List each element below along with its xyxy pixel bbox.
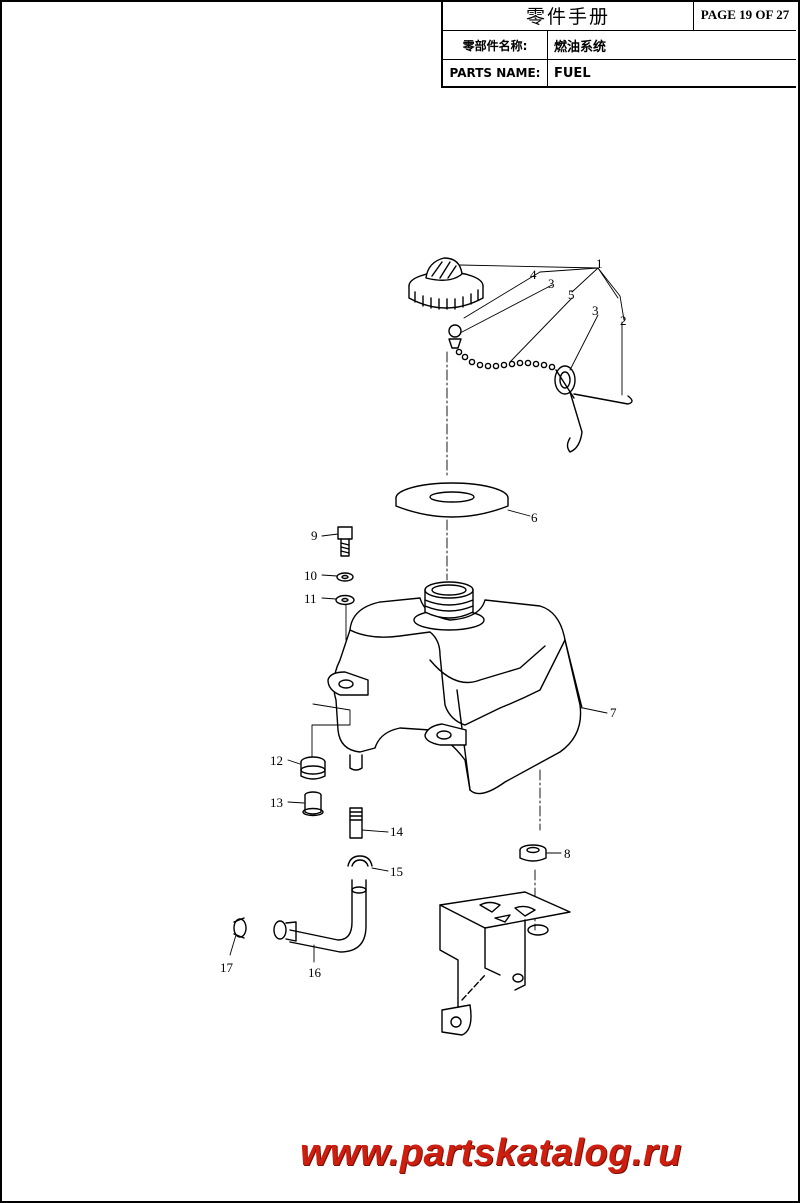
callout-5: 5 (568, 287, 575, 302)
callout-10: 10 (304, 568, 317, 583)
callout-3a: 3 (548, 276, 555, 291)
page-number: PAGE 19 OF 27 (700, 7, 790, 22)
part-name-cn-label: 零部件名称: (462, 38, 528, 53)
cap-chain (448, 324, 556, 371)
callout-4: 4 (530, 267, 537, 282)
callout-15: 15 (390, 864, 403, 879)
callout-8: 8 (564, 846, 571, 861)
fuel-tank (327, 581, 608, 795)
callout-16: 16 (308, 965, 322, 980)
part-name-cn-value: 燃油系统 (554, 39, 607, 55)
part-name-cn-row: 零部件名称: 燃油系统 (443, 31, 796, 60)
divider (547, 31, 548, 59)
fuel-hose (273, 879, 367, 963)
hose-clip (347, 855, 389, 872)
callout-2: 2 (620, 313, 627, 328)
callout-6: 6 (531, 510, 538, 525)
tank-grommet (519, 844, 562, 862)
callout-17: 17 (220, 960, 234, 975)
callout-3b: 3 (592, 303, 599, 318)
callout-14: 14 (390, 824, 404, 839)
callout-7: 7 (610, 705, 617, 720)
lock-washer (321, 572, 354, 582)
part-name-en-row: PARTS NAME: FUEL (443, 60, 796, 86)
title-row: 零件手册 PAGE 19 OF 27 (443, 0, 796, 31)
watermark: www.partskatalog.ru (300, 1132, 682, 1174)
callout-13: 13 (270, 795, 283, 810)
retainer-clip (554, 365, 633, 453)
fuel-cap (408, 257, 484, 310)
mounting-bolt (349, 807, 389, 839)
part-name-en-value: FUEL (554, 65, 591, 81)
manual-title: 零件手册 (525, 5, 610, 28)
leader-lines-top (459, 264, 625, 396)
callout-11: 11 (304, 591, 317, 606)
divider (547, 60, 548, 86)
hose-clamp (229, 917, 247, 956)
divider (693, 0, 694, 30)
callout-12: 12 (270, 753, 283, 768)
bolt (321, 526, 353, 557)
collar (287, 791, 324, 817)
part-name-en-label: PARTS NAME: (449, 66, 541, 80)
callout-9: 9 (311, 528, 318, 543)
title-block: 零件手册 PAGE 19 OF 27 零部件名称: 燃油系统 PARTS NAM… (441, 0, 796, 88)
callout-1: 1 (596, 256, 603, 271)
tank-bracket (439, 891, 571, 1036)
flat-washer (321, 594, 355, 606)
grommet (287, 756, 326, 780)
gasket (395, 482, 531, 518)
